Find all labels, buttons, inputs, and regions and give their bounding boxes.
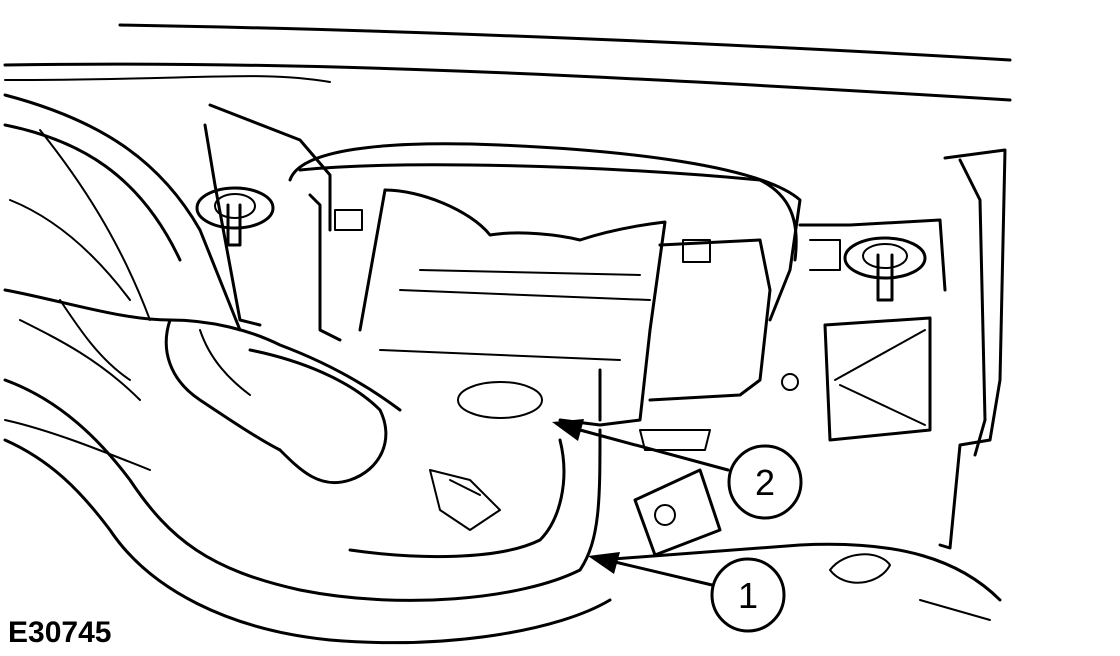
trim-panel <box>3 378 612 645</box>
figure-id: E30745 <box>8 616 112 649</box>
callout-1-label: 1 <box>738 575 758 616</box>
leader-1 <box>588 552 714 587</box>
left-bolt <box>195 186 275 247</box>
right-bolt <box>798 218 947 302</box>
lower-panel <box>598 429 1002 621</box>
right-panel <box>781 148 1007 550</box>
leader-2 <box>552 419 730 472</box>
module-housing <box>288 142 802 402</box>
hand-with-tool <box>3 288 402 485</box>
callout-1: 1 <box>710 557 786 633</box>
left-bracket <box>3 93 332 332</box>
callout-2-label: 2 <box>755 462 775 503</box>
hood-edge-lines <box>3 23 1012 102</box>
module-block <box>358 188 667 427</box>
callout-2: 2 <box>727 444 803 520</box>
